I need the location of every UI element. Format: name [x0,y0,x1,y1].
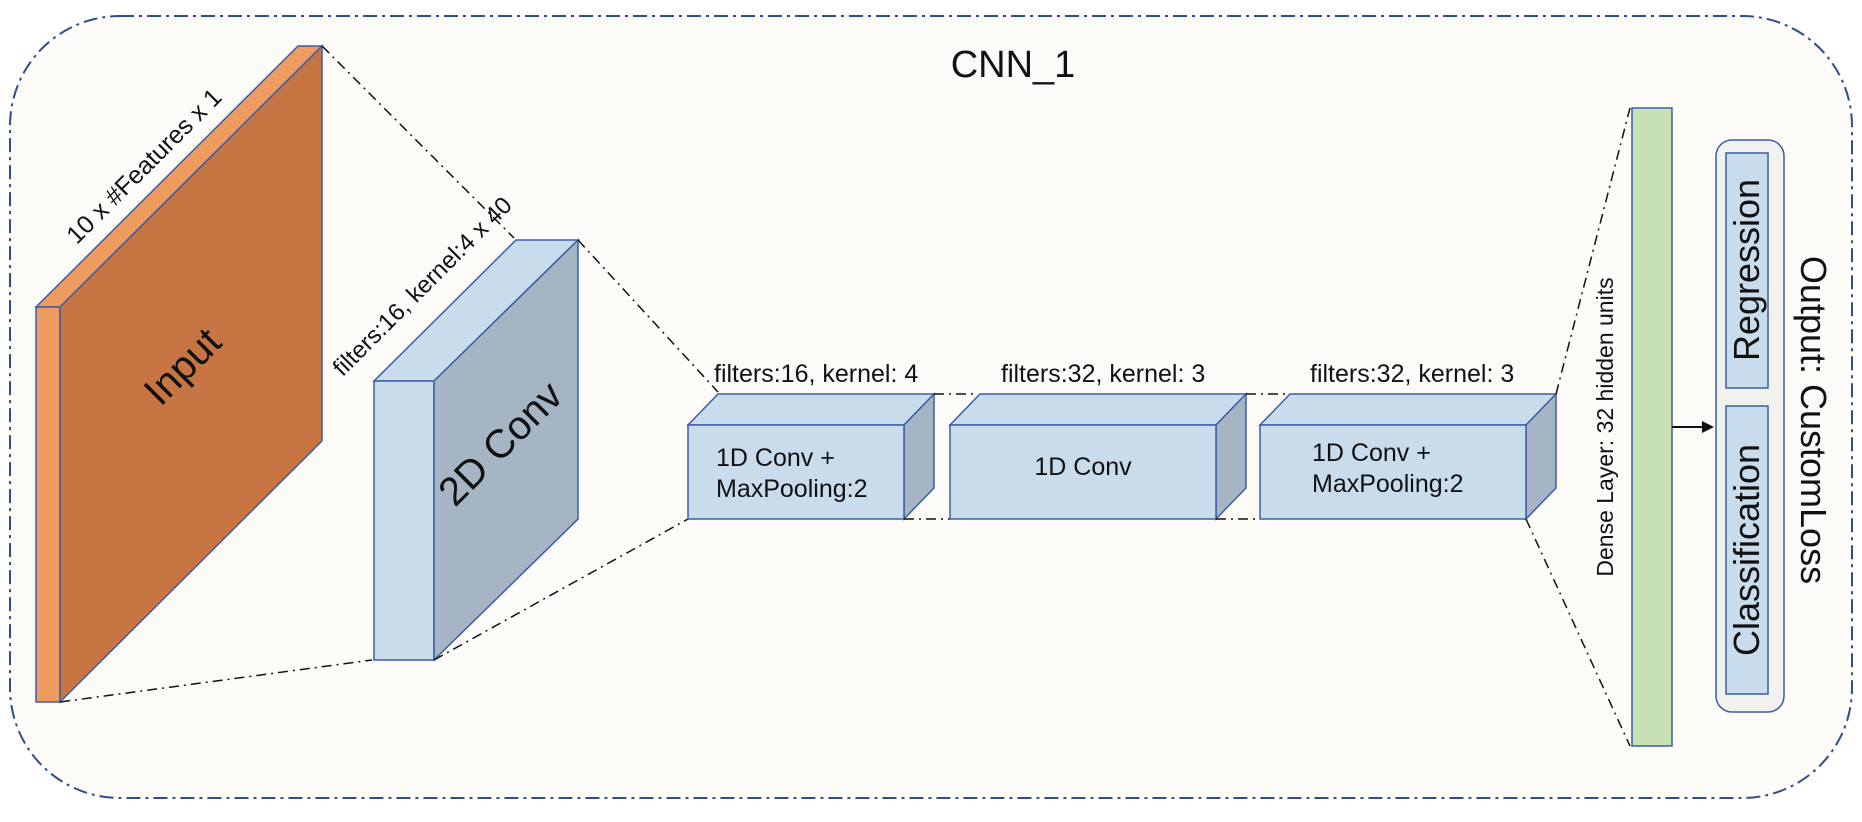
conv1d-block-3-top [1258,393,1558,426]
dense-layer-label: Dense Layer: 32 hidden units [1592,277,1618,576]
conv1d-block-1-params: filters:16, kernel: 4 [714,360,918,388]
conv1d-block-2-front [949,424,1217,520]
conv1d-block-1: 1D Conv + MaxPooling:2 filters:16, kerne… [686,360,936,521]
input-block-front [59,44,323,704]
connector-conv2d-conv1d-top [577,239,719,393]
conv1d-block-2-params: filters:32, kernel: 3 [1001,360,1205,388]
conv1d-block-3-label-line-2: MaxPooling:2 [1312,470,1463,498]
conv2d-block-side [433,238,579,662]
conv1d-block-1-top [686,393,936,426]
conv1d-block-3: 1D Conv + MaxPooling:2 filters:32, kerne… [1258,360,1558,521]
conv2d-block-front [373,380,435,661]
conv1d-block-3-label-line-1: 1D Conv + [1312,439,1431,467]
conv1d-block-1-label-line-2: MaxPooling:2 [716,475,867,503]
dense-layer-bar [1631,107,1673,747]
conv1d-block-1-front [687,424,905,520]
connector-conv2d-conv1d-bottom [433,518,689,661]
input-block-side [35,306,61,703]
regression-head-box [1725,152,1769,389]
conv1d-block-3-front [1259,424,1527,520]
diagram-title: CNN_1 [951,44,1076,86]
conv1d-block-2-label-line-1: 1D Conv [1034,453,1132,481]
output-title: Output: CustomLoss [1793,256,1834,584]
regression-head-label: Regression [1726,179,1767,361]
connector-input-conv2d-bottom [59,659,373,703]
conv1d-block-1-label-line-1: 1D Conv + [716,444,835,472]
conv1d-block-2: 1D Conv filters:32, kernel: 3 [948,360,1248,521]
classification-head-label: Classification [1726,444,1767,656]
conv1d-block-3-params: filters:32, kernel: 3 [1310,360,1514,388]
connector-input-conv2d-top [321,45,515,239]
classification-head-box [1725,405,1769,695]
arrow-head-icon [1702,421,1714,433]
conv1d-block-2-top [948,393,1248,426]
connector-conv1d-dense-top [1555,107,1631,395]
